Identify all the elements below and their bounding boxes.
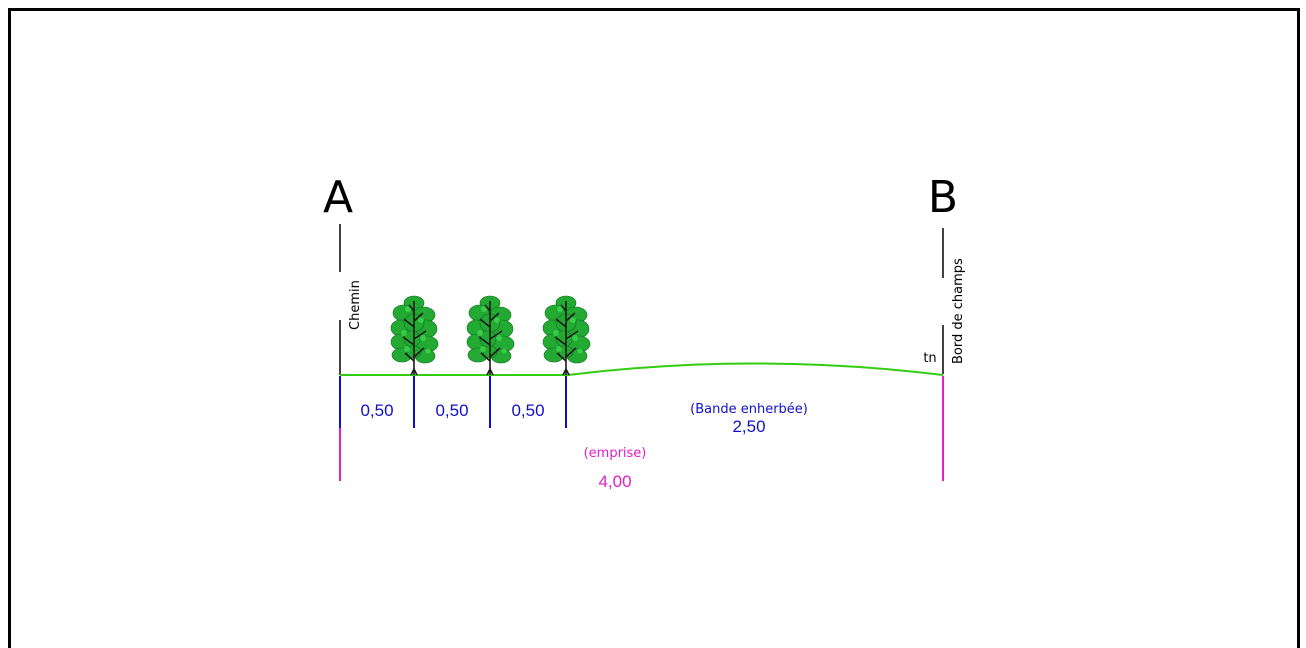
natural-ground-label: tn (923, 351, 936, 366)
segment-width-1: 0,50 (360, 401, 393, 420)
ground-line-mound (567, 362, 944, 376)
point-b-label: B (928, 172, 958, 223)
point-a-label: A (323, 172, 353, 223)
emprise-width: 4,00 (598, 472, 631, 491)
tree-icon (466, 295, 515, 376)
segment-width-2: 0,50 (435, 401, 468, 420)
tree-icon (542, 295, 591, 376)
segment-width-3: 0,50 (511, 401, 544, 420)
drawing-frame (8, 8, 1300, 648)
grass-band-width: 2,50 (732, 417, 765, 436)
emprise-caption: (emprise) (584, 446, 647, 461)
path-label: Chemin (348, 280, 363, 330)
grass-band-caption: (Bande enherbée) (690, 402, 808, 417)
tree-icon (390, 295, 439, 376)
field-edge-label: Bord de champs (951, 258, 966, 364)
